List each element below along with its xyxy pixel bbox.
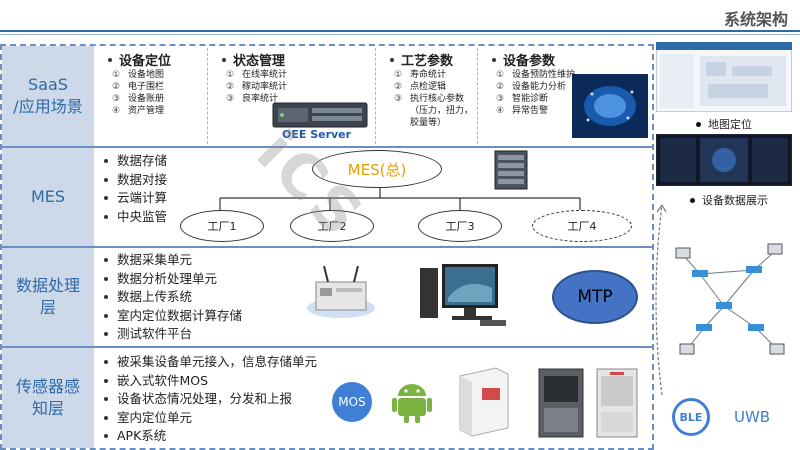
connector-arrows	[655, 204, 667, 396]
computer-image	[420, 264, 506, 326]
list-item: 数据对接	[104, 171, 167, 190]
uwb-label: UWB	[734, 408, 771, 426]
list-item: （压力，扭力，	[410, 106, 474, 116]
header-rule-thin	[0, 34, 800, 35]
machine-image	[538, 368, 584, 438]
layer-label-sensor: 传感器感 知层	[2, 348, 94, 448]
box-title: 工艺参数	[401, 54, 454, 69]
list-item: 胶量等）	[410, 118, 447, 128]
list-item: 数据采集单元	[104, 251, 242, 270]
list-item: 数据存储	[104, 152, 167, 171]
list-item: 被采集设备单元接入，信息存储单元	[104, 353, 317, 372]
locator-device-image	[459, 367, 509, 437]
map-location-screenshot	[656, 42, 792, 112]
box-title: 设备参数	[503, 54, 556, 69]
list-item: APK系统	[104, 427, 317, 446]
dashboard-screenshot	[656, 134, 792, 186]
list-item: 数据上传系统	[104, 288, 242, 307]
layer-divider	[2, 246, 652, 248]
layer-label-mes: MES	[2, 148, 94, 246]
server-rack-icon	[494, 150, 528, 190]
list-item: 数据分析处理单元	[104, 270, 242, 289]
architecture-frame	[0, 44, 654, 450]
list-item: 嵌入式软件MOS	[104, 372, 317, 391]
list-item: 设备状态情况处理，分发和上报	[104, 390, 317, 409]
factory-cloud: 工厂4	[532, 210, 632, 242]
device-display-label: 设备数据展示	[690, 192, 768, 208]
network-topology-image	[675, 243, 785, 355]
mes-connectors	[219, 186, 581, 210]
factory-cloud: 工厂2	[290, 210, 374, 242]
list-item: 室内定位单元	[104, 409, 317, 428]
layer-divider	[2, 346, 652, 348]
mes-main-cloud: MES(总)	[312, 150, 442, 188]
layer-label-saas: SaaS /应用场景	[2, 46, 94, 146]
layer-divider	[2, 146, 652, 148]
box-title: 状态管理	[233, 54, 286, 69]
mes-bullets: 数据存储 数据对接 云端计算 中央监管	[104, 152, 167, 226]
page-title: 系统架构	[723, 10, 788, 29]
box-title: 设备定位	[119, 54, 172, 69]
header-rule	[0, 30, 800, 32]
oee-server-label: OEE Server	[282, 128, 352, 141]
server-icon	[272, 102, 368, 128]
sensor-layer-bullets: 被采集设备单元接入，信息存储单元 嵌入式软件MOS 设备状态情况处理，分发和上报…	[104, 353, 317, 446]
layer-label-data: 数据处理 层	[2, 248, 94, 346]
mtp-node: MTP	[552, 270, 638, 324]
list-item: 中央监管	[104, 208, 167, 227]
mos-badge: MOS	[332, 382, 372, 422]
list-item: 室内定位数据计算存储	[104, 307, 242, 326]
map-location-label: 地图定位	[696, 116, 752, 132]
ble-badge: BLE	[672, 398, 710, 436]
list-item: 测试软件平台	[104, 325, 242, 344]
android-icon	[392, 384, 432, 423]
gateway-device-image	[307, 265, 375, 318]
machine-image	[596, 368, 638, 438]
factory-cloud: 工厂1	[180, 210, 264, 242]
factory-cloud: 工厂3	[418, 210, 502, 242]
data-layer-bullets: 数据采集单元 数据分析处理单元 数据上传系统 室内定位数据计算存储 测试软件平台	[104, 251, 242, 344]
ai-brain-image	[572, 74, 648, 138]
list-item: 云端计算	[104, 189, 167, 208]
